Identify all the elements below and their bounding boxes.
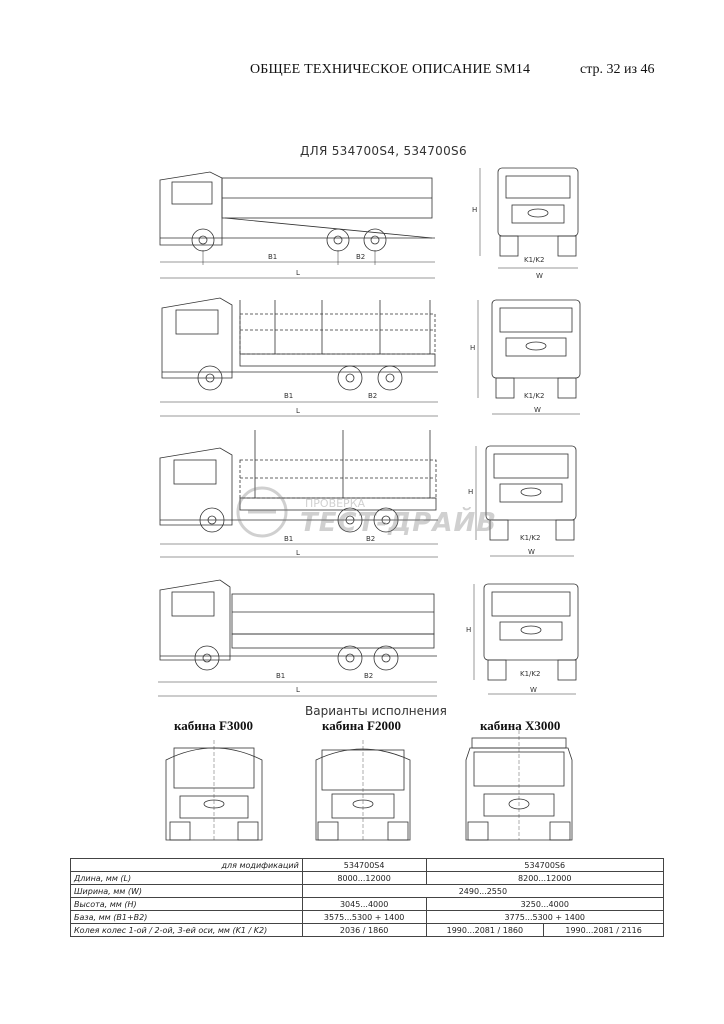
row-value-s4: 8000...12000 (301, 871, 427, 885)
dim-k-3: K1/K2 (520, 534, 540, 542)
row-value-s4: 3045...4000 (301, 897, 427, 911)
row-value-s6a: 1990...2081 / 1860 (425, 923, 545, 937)
cab-f3000-drawing (165, 740, 263, 841)
truck-side-view-1 (159, 171, 435, 279)
watermark-logo (236, 486, 288, 538)
watermark-subtitle: ПРОВЕРКА (305, 497, 366, 510)
row-value-s6: 3250...4000 (425, 897, 664, 911)
dim-b1-4: B1 (276, 672, 285, 680)
cab-label-f2000: кабина F2000 (322, 718, 401, 733)
spec-table: для модификаций 534700S4 534700S6 Длина,… (70, 858, 665, 937)
page-number: стр. 32 из 46 (580, 62, 655, 77)
dim-k-2: K1/K2 (524, 392, 544, 400)
row-value-both: 2490...2550 (301, 884, 665, 898)
dim-l-1: L (296, 269, 300, 277)
dim-l-2: L (296, 407, 300, 415)
truck-side-view-2 (160, 297, 438, 417)
dim-w-1: W (536, 272, 543, 280)
row-value-s6: 3775...5300 + 1400 (425, 910, 664, 924)
row-label: База, мм (B1+B2) (70, 910, 303, 924)
dim-w-3: W (528, 548, 535, 556)
dim-l-3: L (296, 549, 300, 557)
spec-header-label: для модификаций (70, 858, 303, 872)
row-value-s6: 8200...12000 (425, 871, 664, 885)
cab-label-f3000: кабина F3000 (174, 718, 253, 733)
row-label: Длина, мм (L) (70, 871, 303, 885)
truck-side-view-4 (158, 579, 437, 697)
dim-b1-3: B1 (284, 535, 293, 543)
truck-front-view-4 (473, 583, 579, 695)
table-row: Колея колес 1-ой / 2-ой, 3-ей оси, мм (K… (70, 923, 664, 937)
truck-front-view-2 (477, 299, 581, 415)
document-title: ОБЩЕЕ ТЕХНИЧЕСКОЕ ОПИСАНИЕ SM14 (250, 62, 531, 77)
table-row: Высота, мм (H) 3045...4000 3250...4000 (70, 897, 664, 911)
cab-f2000-drawing (315, 740, 411, 841)
dim-b2-3: B2 (366, 535, 375, 543)
row-value-s6b: 1990...2081 / 2116 (543, 923, 664, 937)
dim-w-4: W (530, 686, 537, 694)
truck-front-view-3 (475, 445, 577, 557)
row-label: Высота, мм (H) (70, 897, 303, 911)
variants-title: Варианты исполнения (305, 704, 447, 718)
spec-header-s4: 534700S4 (301, 858, 427, 872)
dim-b2-4: B2 (364, 672, 373, 680)
dim-b1-2: B1 (284, 392, 293, 400)
truck-front-view-1 (479, 167, 579, 269)
table-row: База, мм (B1+B2) 3575...5300 + 1400 3775… (70, 910, 664, 924)
dim-b2-1: B2 (356, 253, 365, 261)
dim-w-2: W (534, 406, 541, 414)
cab-label-x3000: кабина X3000 (480, 718, 561, 733)
spec-header-s6: 534700S6 (425, 858, 664, 872)
dim-b2-2: B2 (368, 392, 377, 400)
dim-h-3: H (468, 488, 473, 496)
row-label: Ширина, мм (W) (70, 884, 303, 898)
dim-h-2: H (470, 344, 475, 352)
table-row: Длина, мм (L) 8000...12000 8200...12000 (70, 871, 664, 885)
table-row: Ширина, мм (W) 2490...2550 (70, 884, 665, 898)
row-value-s4: 2036 / 1860 (301, 923, 427, 937)
row-value-s4: 3575...5300 + 1400 (301, 910, 427, 924)
truck-side-view-3 (159, 430, 438, 558)
dim-k-1: K1/K2 (524, 256, 544, 264)
dim-h-4: H (466, 626, 471, 634)
cab-x3000-drawing (465, 730, 573, 841)
watermark-text: ТЕСТ-ДРАЙВ (300, 508, 498, 538)
drawing-caption: ДЛЯ 534700S4, 534700S6 (300, 144, 467, 158)
dim-k-4: K1/K2 (520, 670, 540, 678)
dim-l-4: L (296, 686, 300, 694)
dim-h-1: H (472, 206, 477, 214)
dim-b1-1: B1 (268, 253, 277, 261)
spec-table-header: для модификаций 534700S4 534700S6 (70, 858, 664, 872)
row-label: Колея колес 1-ой / 2-ой, 3-ей оси, мм (K… (70, 923, 303, 937)
